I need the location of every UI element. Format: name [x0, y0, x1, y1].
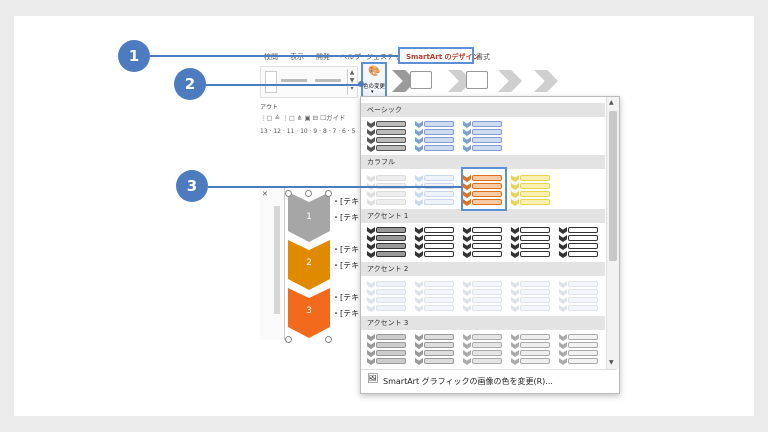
recolor-icon: 🖼 — [367, 374, 379, 384]
color-swatch[interactable] — [511, 334, 551, 368]
resize-handle[interactable] — [325, 336, 332, 343]
change-color-dropdown: ベーシック カラフル アクセント 1 アクセント 2 アクセント 3 ▲ ▼ 🖼… — [360, 96, 620, 394]
scroll-up-icon[interactable]: ▲ — [609, 99, 614, 106]
scroll-thumb[interactable] — [609, 111, 617, 261]
chevron-style-4[interactable] — [534, 70, 558, 92]
recolor-label: SmartArt グラフィックの画像の色を変更(R)... — [383, 377, 553, 386]
color-swatch[interactable] — [463, 334, 503, 368]
palette-icon: 🎨 — [368, 66, 381, 77]
color-swatch[interactable] — [367, 227, 407, 261]
chevron-style-2-box — [466, 71, 488, 89]
ruler: 13 · 12 · 11 · 10 · 9 · 8 · 7 · 6 · 5 — [260, 128, 356, 135]
color-swatch[interactable] — [463, 281, 503, 315]
callout-line-2 — [205, 84, 361, 86]
resize-handle[interactable] — [285, 190, 292, 197]
smartart-tab-highlight — [398, 47, 474, 64]
section-basic: ベーシック — [361, 103, 605, 117]
chevron-down-icon: ▾ — [371, 89, 374, 95]
chevron-style-3[interactable] — [498, 70, 522, 92]
resize-handle[interactable] — [305, 190, 312, 197]
callout-dot-2 — [358, 81, 364, 87]
style-gallery-strip[interactable] — [388, 66, 566, 96]
tab-review[interactable]: 校閲 — [264, 53, 278, 61]
color-swatch[interactable] — [463, 121, 503, 155]
view-toolbar: ⋮▢ ≙ ⋮▢ ⋔ ▣ ⊟ ☐ガイド — [260, 112, 360, 124]
resize-handle[interactable] — [325, 190, 332, 197]
tab-help[interactable]: ヘルプ — [340, 53, 361, 61]
tab-view[interactable]: 表示 — [290, 53, 304, 61]
tab-gesture[interactable]: ジェスチャ — [366, 53, 401, 61]
color-swatch[interactable] — [559, 334, 599, 368]
color-swatch[interactable] — [415, 281, 455, 315]
section-colorful: カラフル — [361, 155, 605, 169]
callout-1: 1 — [118, 40, 150, 72]
color-swatch[interactable] — [415, 175, 455, 209]
layout-group-label: アウト — [260, 104, 279, 111]
tab-format[interactable]: 書式 — [476, 53, 490, 61]
callout-2: 2 — [174, 68, 206, 100]
recolor-pictures-option[interactable]: 🖼 SmartArt グラフィックの画像の色を変更(R)... — [361, 369, 617, 392]
chevron-style-1-box — [410, 71, 432, 89]
section-accent-1: アクセント 1 — [361, 209, 605, 223]
color-swatch[interactable] — [511, 281, 551, 315]
color-swatch[interactable] — [511, 175, 551, 209]
color-swatch[interactable] — [463, 227, 503, 261]
callout-line-3 — [208, 186, 462, 188]
guide-checkbox[interactable]: ☐ — [320, 114, 326, 122]
callout-3: 3 — [176, 170, 208, 202]
color-swatch[interactable] — [367, 121, 407, 155]
color-swatch[interactable] — [415, 227, 455, 261]
tab-developer[interactable]: 開発 — [316, 53, 330, 61]
pane-scrollbar[interactable] — [274, 206, 280, 314]
selected-swatch-highlight — [461, 167, 507, 211]
bullet-text[interactable]: ・[テキ — [332, 309, 360, 318]
scroll-down-icon[interactable]: ▼ — [609, 359, 614, 366]
section-accent-2: アクセント 2 — [361, 262, 605, 276]
color-swatch[interactable] — [463, 175, 503, 209]
close-icon[interactable]: ✕ — [262, 190, 268, 198]
gallery-scroll-arrows[interactable]: ▲▼▾ — [347, 69, 356, 95]
color-swatch[interactable] — [367, 334, 407, 368]
bullet-text[interactable]: ・[テキ — [332, 293, 360, 302]
change-color-button[interactable]: 🎨 色の変更 ▾ — [361, 62, 387, 98]
resize-handle[interactable] — [285, 336, 292, 343]
ribbon-layout-panel: ▲▼▾ アウト ⋮▢ ≙ ⋮▢ ⋔ ▣ ⊟ ☐ガイド 13 · 12 · 11 … — [260, 66, 360, 346]
guide-label: ガイド — [326, 114, 346, 122]
align-icons[interactable]: ⋮▢ ≙ ⋮▢ ⋔ ▣ ⊟ — [260, 114, 321, 122]
bullet-text[interactable]: ・[テキ — [332, 261, 360, 270]
color-swatch[interactable] — [367, 175, 407, 209]
tab-smartart-design[interactable]: SmartArt のデザイン — [406, 53, 480, 61]
color-swatch[interactable] — [415, 334, 455, 368]
color-swatch[interactable] — [559, 227, 599, 261]
bullet-text[interactable]: ・[テキ — [332, 197, 360, 206]
dropdown-scrollbar[interactable]: ▲ ▼ — [606, 97, 619, 369]
bullet-text[interactable]: ・[テキ — [332, 213, 360, 222]
text-pane-strip: ✕ — [260, 188, 285, 340]
color-swatch[interactable] — [415, 121, 455, 155]
bullet-text[interactable]: ・[テキ — [332, 245, 360, 254]
color-swatch[interactable] — [559, 281, 599, 315]
color-swatch[interactable] — [511, 227, 551, 261]
layout-gallery[interactable]: ▲▼▾ — [260, 66, 358, 98]
section-accent-3: アクセント 3 — [361, 316, 605, 330]
change-color-label: 色の変更 — [363, 84, 386, 90]
ribbon-tab-bar: 校閲 表示 開発 ヘルプ ジェスチャ SmartArt のデザイン 書式 — [260, 46, 566, 66]
callout-line-1 — [146, 55, 398, 57]
color-swatch[interactable] — [367, 281, 407, 315]
